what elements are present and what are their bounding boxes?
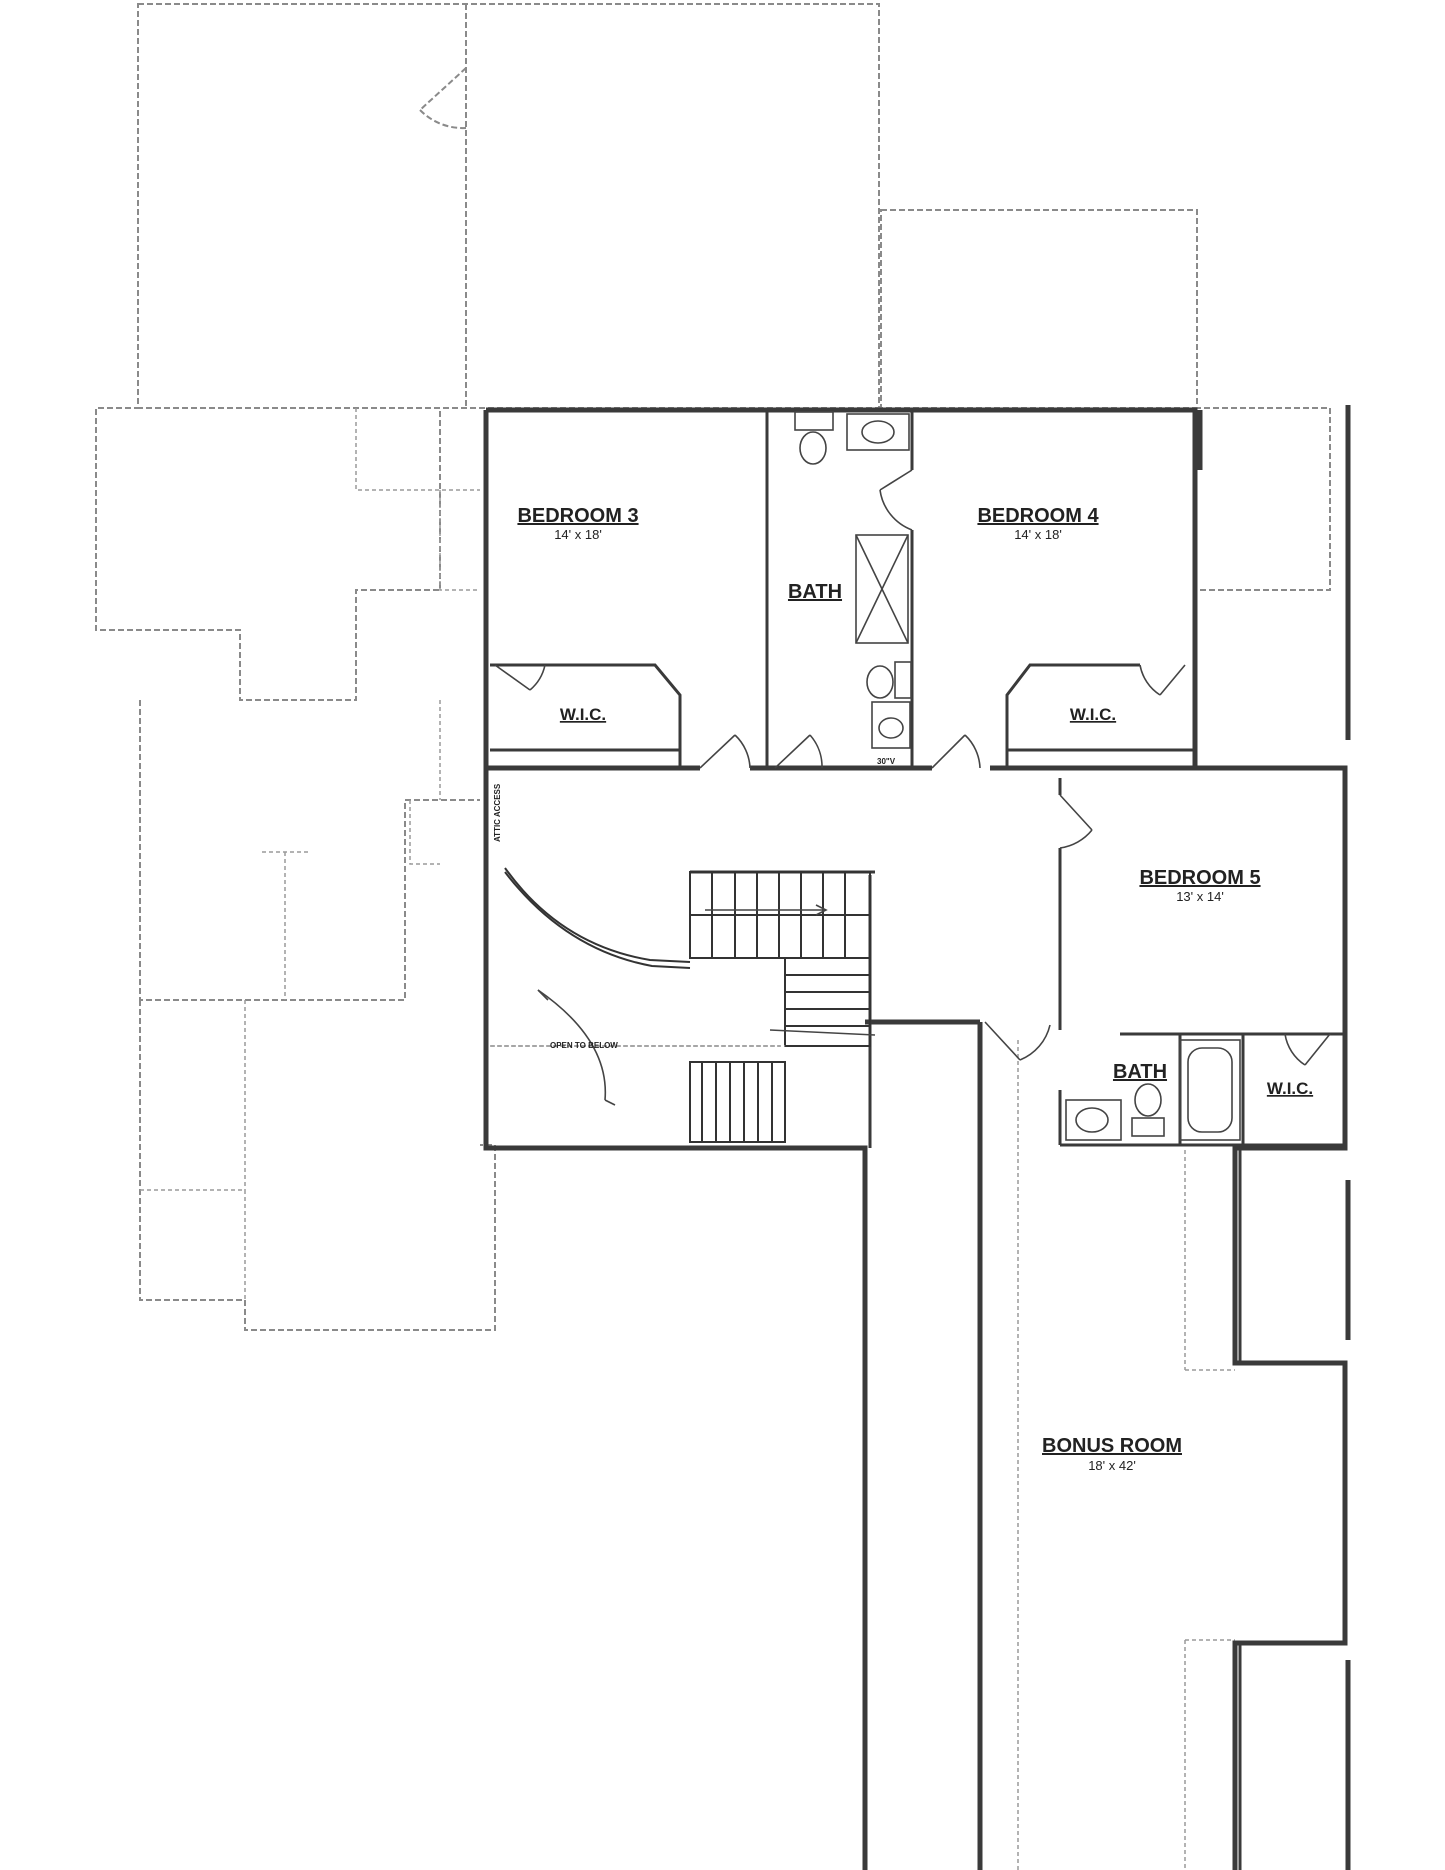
room-dim-bedroom5: 13' x 14'	[1176, 889, 1224, 904]
room-label-bath-lower: BATH	[1113, 1061, 1167, 1083]
room-label-wic5: W.I.C.	[1267, 1079, 1313, 1098]
room-dim-bedroom3: 14' x 18'	[554, 527, 602, 542]
room-label-bedroom4: BEDROOM 4	[977, 505, 1099, 527]
stairs	[490, 867, 876, 1143]
fixtures	[794, 411, 1241, 1141]
annotation-open-to-below: OPEN TO BELOW	[550, 1041, 618, 1050]
annotation-attic-access: ATTIC ACCESS	[493, 783, 502, 842]
doors	[494, 469, 1331, 1066]
room-dim-bonus: 18' x 42'	[1088, 1458, 1136, 1473]
room-label-bonus: BONUS ROOM	[1042, 1435, 1182, 1457]
labels: BEDROOM 3 14' x 18' BEDROOM 4 14' x 18' …	[493, 505, 1313, 1473]
room-label-bedroom5: BEDROOM 5	[1139, 867, 1260, 889]
room-dim-bedroom4: 14' x 18'	[1014, 527, 1062, 542]
annotation-vanity: 30"V	[877, 757, 896, 766]
room-label-wic4: W.I.C.	[1070, 705, 1116, 724]
walls	[483, 405, 1351, 1870]
room-label-wic3: W.I.C.	[560, 705, 606, 724]
room-label-bath-upper: BATH	[788, 581, 842, 603]
room-label-bedroom3: BEDROOM 3	[517, 505, 638, 527]
